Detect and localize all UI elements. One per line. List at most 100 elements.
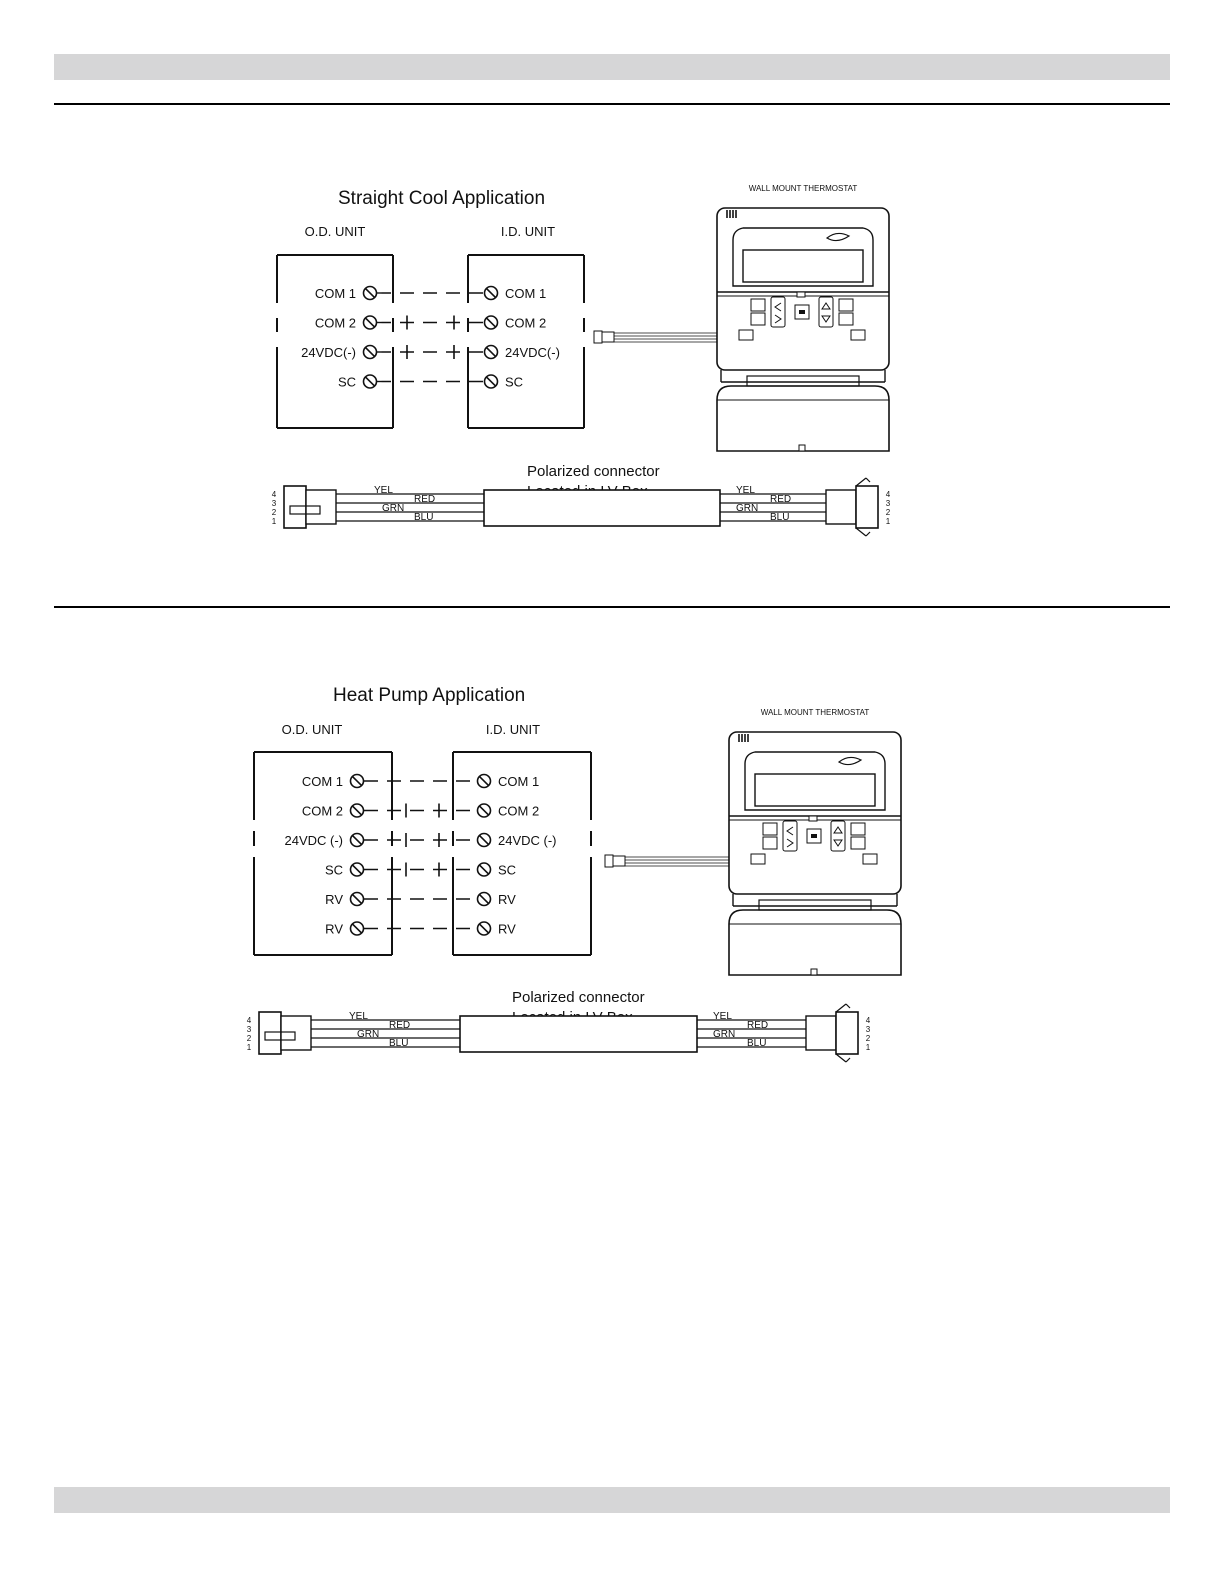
keypad-button	[762, 836, 778, 850]
line	[351, 864, 363, 875]
mini-plug-body	[612, 855, 626, 867]
wire-label-right: YEL	[713, 1011, 732, 1022]
connector-label-line-1: Polarized connector	[527, 463, 660, 480]
line	[865, 531, 871, 537]
header-bar	[54, 54, 1170, 80]
line	[835, 1003, 847, 1013]
line	[485, 287, 497, 299]
pin-number-right: 3	[886, 499, 891, 508]
pin-number-right: 1	[866, 1043, 871, 1052]
id-terminal-label: SC	[505, 375, 523, 390]
od-terminal-label: 24VDC (-)	[284, 833, 343, 848]
screw-terminal-icon	[483, 374, 499, 389]
cable-sleeve	[483, 489, 721, 527]
id-terminal-label: COM 1	[498, 774, 539, 789]
plug-housing	[855, 485, 879, 529]
plug-key	[289, 505, 321, 515]
pin-number-left: 4	[272, 490, 277, 499]
mini-plug-housing	[593, 330, 603, 344]
od-terminal-label: COM 2	[315, 316, 356, 331]
od-unit-label: O.D. UNIT	[305, 224, 366, 239]
id-unit-box	[452, 751, 592, 956]
up-down-button	[830, 820, 846, 852]
screw-terminal-icon	[349, 803, 365, 818]
pin-number-left: 2	[272, 508, 277, 517]
diagram-title: Straight Cool Application	[338, 188, 545, 209]
keypad-button	[862, 853, 878, 865]
right-plug	[805, 1003, 859, 1063]
up-down-button	[818, 296, 834, 328]
id-terminal-label: SC	[498, 863, 516, 878]
wire-label-left: BLU	[414, 512, 433, 523]
od-terminal-label: COM 1	[315, 286, 356, 301]
line	[855, 477, 867, 487]
id-terminal-label: RV	[498, 922, 516, 937]
screw-terminal-icon	[476, 862, 492, 877]
top-rule	[54, 103, 1170, 105]
screw-terminal-icon	[349, 773, 365, 789]
id-unit-box	[467, 254, 585, 429]
line	[364, 376, 376, 387]
line	[845, 1003, 851, 1009]
pin-number-left: 3	[247, 1025, 252, 1034]
wire-label-left: RED	[414, 494, 435, 505]
terminal-row: 24VDC(-)24VDC(-)	[301, 344, 560, 360]
od-unit-box	[253, 751, 393, 956]
line	[865, 477, 871, 483]
center-button	[794, 304, 810, 320]
wire-label-left: YEL	[374, 485, 393, 496]
screw-terminal-icon	[483, 285, 499, 301]
pin-number-left: 3	[272, 499, 277, 508]
thermostat-lcd-screen	[742, 249, 864, 283]
line	[485, 346, 497, 358]
thermostat-lcd-screen	[754, 773, 876, 807]
thermostat-lead-connector	[604, 854, 729, 868]
screw-terminal-icon	[362, 315, 378, 330]
od-unit-box	[276, 254, 394, 429]
screw-terminal-icon	[362, 285, 378, 301]
line	[478, 775, 490, 787]
keypad-button	[850, 329, 866, 341]
polarized-connector-cable: Polarized connectorLocated in LV BoxYELY…	[247, 989, 871, 1063]
arrow-up-icon	[821, 302, 831, 310]
screw-terminal-icon	[349, 832, 365, 848]
thermostat-keypad	[750, 820, 878, 865]
wall-mount-thermostat: WALL MOUNT THERMOSTAT	[716, 184, 890, 452]
keypad-button	[750, 312, 766, 326]
keypad-button	[750, 298, 766, 312]
thermostat-label: WALL MOUNT THERMOSTAT	[761, 708, 870, 717]
id-unit-label: I.D. UNIT	[501, 224, 555, 239]
plug-body	[805, 1015, 837, 1051]
line	[364, 346, 376, 358]
od-terminal-label: SC	[338, 375, 356, 390]
hinge	[758, 899, 872, 911]
line	[478, 834, 490, 846]
pin-number-right: 3	[866, 1025, 871, 1034]
screw-terminal-icon	[476, 891, 492, 907]
wire-label-left: BLU	[389, 1038, 408, 1049]
left-plug	[258, 1011, 312, 1055]
thermostat-body	[728, 731, 902, 895]
center-button	[806, 828, 822, 844]
wire-label-right: BLU	[747, 1038, 766, 1049]
wire-label-left: GRN	[357, 1029, 379, 1040]
od-terminal-label: SC	[325, 863, 343, 878]
screw-terminal-icon	[476, 832, 492, 848]
arrow-left-icon	[786, 826, 794, 836]
screw-terminal-icon	[476, 921, 492, 936]
wall-mount-thermostat: WALL MOUNT THERMOSTAT	[728, 708, 902, 976]
line	[364, 287, 376, 299]
pin-number-left: 1	[272, 517, 277, 526]
footer-bar	[54, 1487, 1170, 1513]
wire-label-left: YEL	[349, 1011, 368, 1022]
center-button-mark	[799, 310, 805, 314]
cover-latch	[798, 444, 806, 452]
center-button-mark	[811, 834, 817, 838]
cover-latch	[810, 968, 818, 976]
wire-label-right: BLU	[770, 512, 789, 523]
